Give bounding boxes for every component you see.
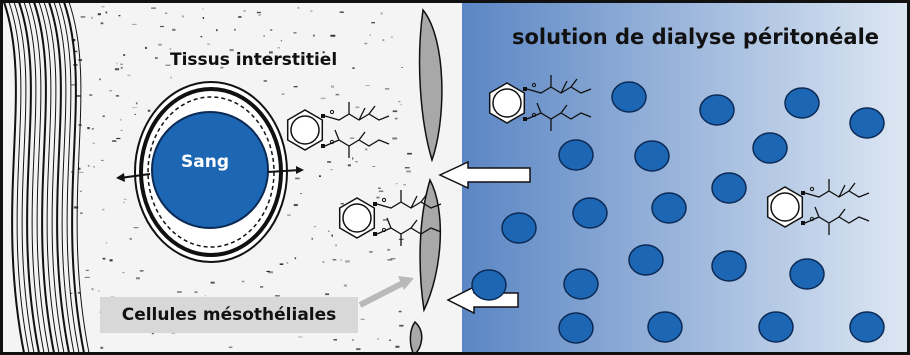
particle (711, 250, 747, 282)
particle (647, 311, 683, 343)
particle (628, 244, 664, 276)
tissue-label: Tissus interstitiel (170, 50, 338, 70)
particle (634, 140, 670, 172)
molecule-icon (488, 75, 592, 131)
particle (784, 87, 820, 119)
particle (849, 311, 885, 343)
mesothelial-label: Cellules mésothéliales (100, 297, 358, 333)
molecule-icon (766, 179, 870, 235)
arrow-icon (119, 173, 151, 179)
particle (611, 81, 647, 113)
pointer-arrow (358, 279, 407, 308)
muscle-fibres (3, 1, 90, 354)
mesothelial-cell (418, 8, 443, 163)
molecule-icon (338, 190, 442, 246)
particle (563, 268, 599, 300)
particle (651, 192, 687, 224)
particle (501, 212, 537, 244)
blood-vessel (134, 81, 288, 263)
solution-panel (462, 2, 908, 353)
solution-label: solution de dialyse péritonéale (512, 25, 880, 49)
arrow-icon (438, 160, 531, 190)
tissue-speckles (70, 6, 412, 351)
particle (758, 311, 794, 343)
particle (849, 107, 885, 139)
particle (558, 139, 594, 171)
arrow-icon (267, 169, 301, 173)
mesothelial-cell (419, 178, 442, 313)
particle (572, 197, 608, 229)
molecule-icon (286, 102, 390, 158)
molecules (286, 75, 870, 246)
blood-circle (151, 111, 269, 229)
particle (711, 172, 747, 204)
particle (699, 94, 735, 126)
blood-label: Sang (181, 152, 229, 172)
particle (752, 132, 788, 164)
solution-particles (471, 81, 885, 344)
mesothelial-cell (409, 320, 423, 355)
particle (558, 312, 594, 344)
particle (471, 269, 507, 301)
particle (789, 258, 825, 290)
